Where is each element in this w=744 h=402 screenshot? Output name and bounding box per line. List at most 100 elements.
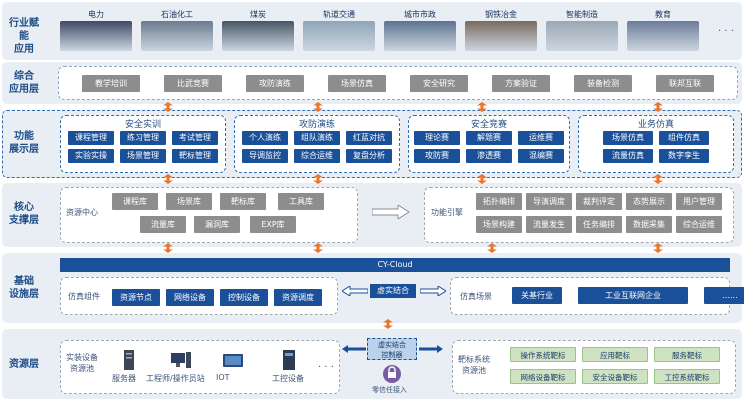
comprehensive-layer-title: 综合 应用层 xyxy=(9,71,39,95)
function-item: 导调监控 xyxy=(242,149,288,163)
engine-item: 流量发生 xyxy=(526,216,572,233)
industry-image xyxy=(465,21,537,51)
scene-item: ...... xyxy=(704,287,744,304)
industry-image xyxy=(222,21,294,51)
vertical-arrow-icon xyxy=(653,102,663,112)
sim-scenes-label: 仿真场景 xyxy=(460,292,492,301)
component-item: 网络设备 xyxy=(166,289,214,306)
function-item: 数字孪生 xyxy=(659,149,709,163)
engine-item: 综合运维 xyxy=(676,216,722,233)
vertical-arrow-icon xyxy=(163,102,173,112)
zero-trust-label: 零信任接入 xyxy=(372,386,407,394)
sim-components-label: 仿真组件 xyxy=(68,292,100,301)
app-item: 场景仿真 xyxy=(328,75,386,92)
component-item: 资源节点 xyxy=(112,289,160,306)
vertical-arrow-icon xyxy=(313,174,323,184)
function-item: 混编赛 xyxy=(518,149,564,163)
server-icon xyxy=(124,350,134,370)
industry-image xyxy=(303,21,375,51)
industry-label: 电力 xyxy=(88,10,104,19)
engine-item: 裁判评定 xyxy=(576,193,622,210)
industry-label: 城市市政 xyxy=(404,10,436,19)
engine-item: 态势展示 xyxy=(626,193,672,210)
base-layer-title: 基础 设施层 xyxy=(9,276,39,300)
function-item: 练习管理 xyxy=(120,131,166,145)
industry-item: 煤炭 xyxy=(222,10,294,52)
app-item: 比武竞赛 xyxy=(164,75,222,92)
function-item: 考试管理 xyxy=(172,131,218,145)
device-label: 工控设备 xyxy=(272,374,304,383)
function-item: 解题赛 xyxy=(466,131,512,145)
function-group-title: 安全实训 xyxy=(124,120,161,130)
component-item: 控制设备 xyxy=(220,289,268,306)
engine-item: 拓扑编排 xyxy=(476,193,522,210)
vertical-arrow-icon xyxy=(653,174,663,184)
industry-item: 钢铁冶金 xyxy=(465,10,537,52)
core-layer-title: 核心 支撑层 xyxy=(9,202,39,226)
resource-right-arrow-icon xyxy=(419,345,443,353)
engine-item: 导演调度 xyxy=(526,193,572,210)
industry-label: 煤炭 xyxy=(250,10,266,19)
function-item: 靶标管理 xyxy=(172,149,218,163)
function-item: 综合运维 xyxy=(294,149,340,163)
resource-item: 漏洞库 xyxy=(194,216,240,233)
industry-item: 轨道交通 xyxy=(303,10,375,52)
industry-label: 钢铁冶金 xyxy=(485,10,517,19)
resource-item: 课程库 xyxy=(112,193,158,210)
target-item: 安全设备靶标 xyxy=(582,369,648,384)
function-item: 渗透赛 xyxy=(466,149,512,163)
target-item: 服务靶标 xyxy=(654,347,720,362)
industry-label: 智能制造 xyxy=(566,10,598,19)
base-center-box: 虚实结合 xyxy=(370,284,416,298)
device-label: 服务器 xyxy=(112,374,136,383)
base-left-arrow-icon xyxy=(342,286,368,296)
function-item: 运维赛 xyxy=(518,131,564,145)
component-item: 资源调度 xyxy=(274,289,322,306)
vertical-arrow-icon xyxy=(653,243,663,253)
scene-item: 工业互联网企业 xyxy=(578,287,688,304)
engine-item: 场景构建 xyxy=(476,216,522,233)
industry-more: · · · xyxy=(718,26,734,37)
target-pool-label: 靶标系统 资源池 xyxy=(458,355,490,375)
function-group-title: 业务仿真 xyxy=(637,120,674,130)
resource-left-arrow-icon xyxy=(342,345,366,353)
function-group-title: 攻防演练 xyxy=(298,120,335,130)
iot-icon xyxy=(223,354,243,367)
app-item: 安全研究 xyxy=(410,75,468,92)
resource-item: 场景库 xyxy=(166,193,212,210)
vertical-arrow-icon xyxy=(313,102,323,112)
device-label: 工程师/操作员站 xyxy=(146,374,205,383)
target-item: 网络设备靶标 xyxy=(510,369,576,384)
vertical-arrow-icon xyxy=(487,243,497,253)
vertical-arrow-icon xyxy=(163,174,173,184)
function-item: 攻防赛 xyxy=(414,149,460,163)
devices-more: · · · xyxy=(318,362,334,373)
industry-image xyxy=(384,21,456,51)
function-item: 组队演练 xyxy=(294,131,340,145)
app-item: 装备检测 xyxy=(574,75,632,92)
function-item: 场景仿真 xyxy=(603,131,653,145)
app-item: 联邦互联 xyxy=(656,75,714,92)
function-item: 组件仿真 xyxy=(659,131,709,145)
engine-item: 任务编排 xyxy=(576,216,622,233)
industry-layer-title: 行业赋能 应用 xyxy=(9,18,39,55)
vertical-arrow-icon xyxy=(163,243,173,253)
industry-label: 石油化工 xyxy=(161,10,193,19)
core-right-arrow-icon xyxy=(372,205,410,219)
industry-image xyxy=(627,21,699,51)
vertical-arrow-icon xyxy=(477,102,487,112)
industry-image xyxy=(546,21,618,51)
scene-item: 关基行业 xyxy=(512,287,562,304)
resource-item: 靶标库 xyxy=(220,193,266,210)
function-group-title: 安全竞赛 xyxy=(470,120,507,130)
industry-item: 城市市政 xyxy=(384,10,456,52)
cy-cloud-bar: CY-Cloud xyxy=(60,258,730,272)
function-item: 红蓝对抗 xyxy=(346,131,392,145)
function-item: 课程管理 xyxy=(68,131,114,145)
device-pool-label: 实装设备 资源池 xyxy=(66,353,98,373)
target-item: 操作系统靶标 xyxy=(510,347,576,362)
base-right-arrow-icon xyxy=(420,286,446,296)
industrial-device-icon xyxy=(283,350,295,370)
resource-item: EXP库 xyxy=(250,216,296,233)
industry-image xyxy=(141,21,213,51)
